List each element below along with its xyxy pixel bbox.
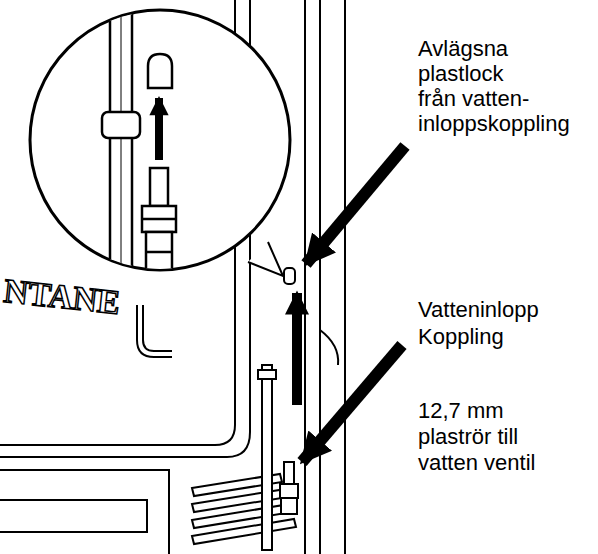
callout-text: Avlägsna plastlock från vatten- inloppsk… (418, 36, 543, 136)
plastic-cap (284, 268, 295, 284)
tube-clip (258, 370, 276, 379)
fitting-nut (281, 498, 297, 514)
fitting-nut (146, 232, 172, 290)
inlet-pipe (150, 168, 168, 206)
zoom-pointer (248, 242, 283, 276)
removal-arrow (155, 98, 163, 160)
callout-text: Vatteninlopp Koppling (418, 296, 543, 350)
panel-edge (319, 0, 321, 554)
plastic-tube (110, 0, 132, 290)
hook-outline (140, 305, 172, 354)
hook (140, 305, 172, 354)
vent-slot (192, 519, 296, 544)
plastic-cap (148, 54, 172, 88)
zoom-detail (102, 0, 176, 290)
panel-edge (304, 0, 306, 554)
plastic-tube (262, 365, 272, 550)
tube-clip (102, 112, 140, 138)
recess-slot (0, 500, 147, 532)
inlet-pipe (284, 462, 294, 484)
fitting-nut (142, 206, 176, 232)
recess (0, 470, 169, 554)
fitting-nut (280, 484, 298, 498)
tube-highlight (121, 0, 122, 290)
back-panel (0, 0, 345, 554)
removal-arrow (292, 293, 302, 405)
callout-text: 12,7 mm plaströr till vatten ventil (418, 398, 543, 476)
pointer-arrow (306, 146, 405, 264)
pointer-arrow (302, 345, 402, 462)
panel-edge (320, 330, 338, 365)
embossed-brand: NTANE (2, 272, 135, 323)
hook-fill (140, 305, 172, 354)
water-line-small (258, 268, 298, 550)
panel-edge (344, 0, 346, 554)
